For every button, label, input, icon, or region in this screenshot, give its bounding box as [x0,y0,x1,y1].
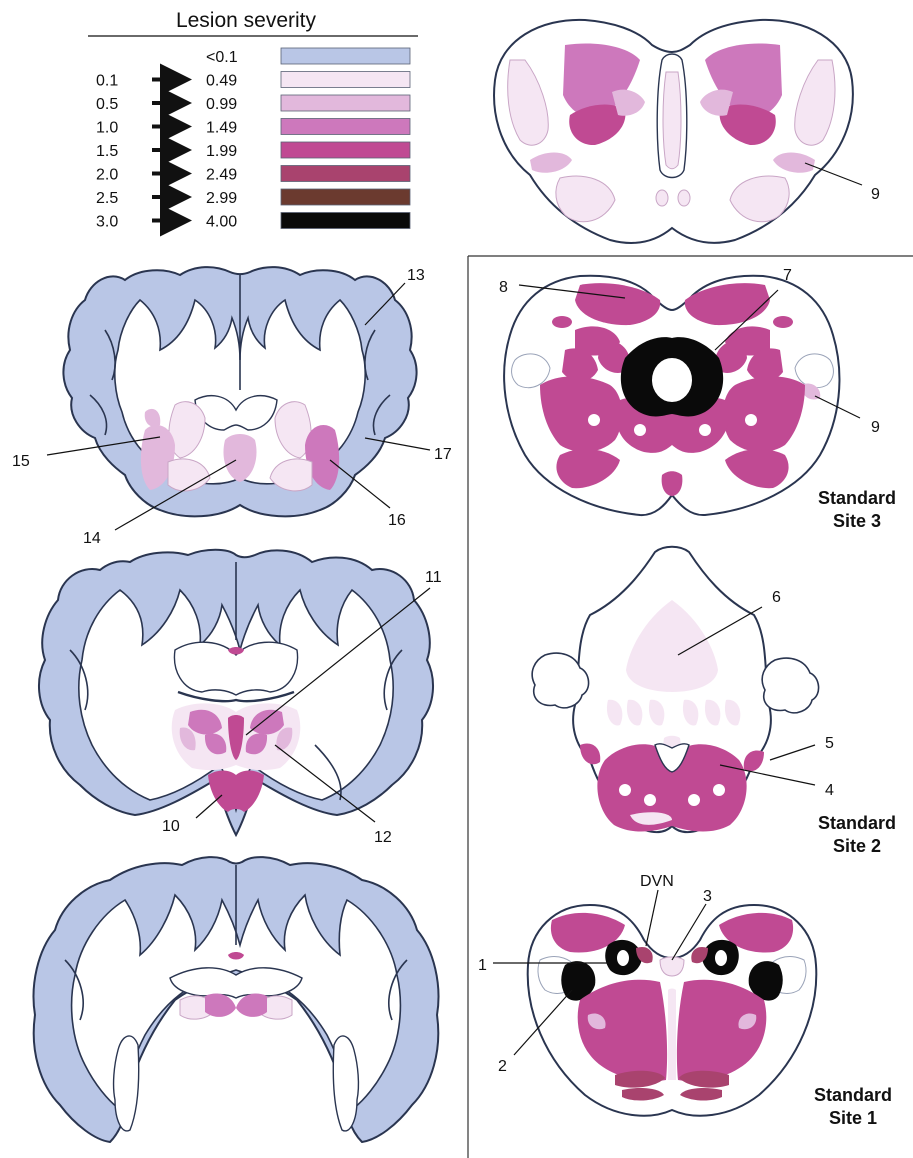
legend-swatch-0 [281,48,410,64]
legend-swatch-4 [281,142,410,158]
site3-dot-left [552,316,572,328]
coronal-section-3 [34,857,439,1142]
legend-from-1: 0.1 [96,73,118,90]
legend-title: Lesion severity [176,9,317,32]
label-7: 7 [783,267,792,284]
legend-swatch-3 [281,119,410,135]
legend-to-6: 2.99 [206,190,237,207]
coronal3-pink-right [236,993,267,1016]
label-17: 17 [434,446,452,463]
legend-to-7: 4.00 [206,214,237,231]
label-14: 14 [83,530,101,547]
legend-to-3: 1.49 [206,120,237,137]
legend-swatch-6 [281,189,410,205]
site2-hole-1 [619,784,631,796]
label-dvn: DVN [640,873,674,890]
label-10: 10 [162,818,180,835]
label-4: 4 [825,782,834,799]
site3-hole-4 [745,414,757,426]
legend-to-4: 1.99 [206,143,237,160]
site3-hole-1 [588,414,600,426]
label-12: 12 [374,829,392,846]
leader-10 [196,795,222,818]
site3-canal [652,358,692,402]
site2-section: 6 5 4 Standard Site 2 [532,547,896,856]
coronal-section-1: 13 15 14 16 17 [12,267,452,547]
legend-to-0: <0.1 [206,49,238,66]
legend-swatch-5 [281,166,410,182]
legend-to-5: 2.49 [206,167,237,184]
label-6: 6 [772,589,781,606]
midbrain-section: 9 [494,20,880,243]
legend: Lesion severity <0.1 0.1 0.49 0.5 0.99 1.0 1.4… [88,9,418,231]
leader-5 [770,745,815,760]
site3-title-line1: Standard [818,488,896,508]
label-3: 3 [703,888,712,905]
site2-hole-4 [713,784,725,796]
legend-from-6: 2.5 [96,190,118,207]
label-8: 8 [499,279,508,296]
legend-from-2: 0.5 [96,96,118,113]
site2-hole-3 [688,794,700,806]
coronal3-pink-left [205,993,236,1016]
label-15: 15 [12,453,30,470]
site3-hole-3 [699,424,711,436]
label-9-site3: 9 [871,419,880,436]
site1-section: 1 2 3 DVN Standard Site 1 [478,873,892,1128]
site3-section: 8 7 9 Standard Site 3 [499,267,896,531]
label-16: 16 [388,512,406,529]
legend-rows: <0.1 0.1 0.49 0.5 0.99 1.0 1.49 1.5 1.99 2.0 2.49 2… [96,48,410,231]
site1-dvn-right-hole [715,950,727,966]
midbrain-small-nucleus-right [678,190,690,206]
site3-title-line2: Site 3 [833,511,881,531]
label-2: 2 [498,1058,507,1075]
legend-from-7: 3.0 [96,214,118,231]
coronal-section-2: 11 10 12 [39,550,442,846]
site1-title-line2: Site 1 [829,1108,877,1128]
site1-title-line1: Standard [814,1085,892,1105]
site2-hole-2 [644,794,656,806]
midbrain-aqueduct-inner [663,72,681,169]
coronal2-hypothalamus [208,770,264,812]
site2-floccule-right [762,658,818,713]
legend-to-2: 0.99 [206,96,237,113]
label-13: 13 [407,267,425,284]
site3-dot-right [773,316,793,328]
site3-hole-2 [634,424,646,436]
legend-from-5: 2.0 [96,167,118,184]
coronal3-cleft-right [333,1036,358,1131]
legend-to-1: 0.49 [206,73,237,90]
legend-from-3: 1.0 [96,120,118,137]
site1-midline [668,989,676,1081]
legend-swatch-1 [281,72,410,88]
leader-dvn [646,890,658,946]
site2-title-line2: Site 2 [833,836,881,856]
midbrain-small-nucleus-left [656,190,668,206]
label-11: 11 [425,569,442,586]
label-5: 5 [825,735,834,752]
label-9-top: 9 [871,186,880,203]
legend-swatch-2 [281,95,410,111]
legend-from-4: 1.5 [96,143,118,160]
legend-swatch-7 [281,213,410,229]
site1-dvn-left-hole [617,950,629,966]
site2-title-line1: Standard [818,813,896,833]
coronal3-cleft-left [114,1036,139,1131]
label-1: 1 [478,957,487,974]
